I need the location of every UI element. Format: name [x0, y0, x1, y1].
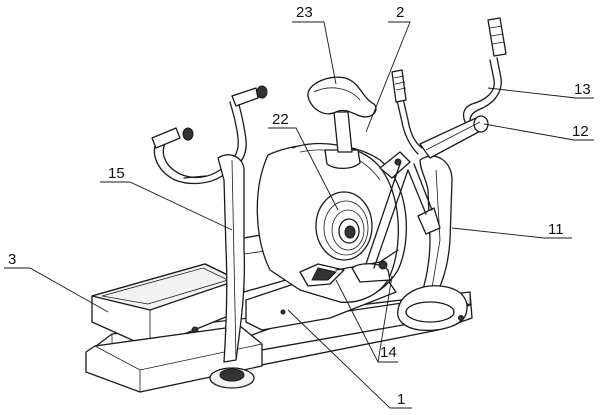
label-2: 2: [396, 4, 404, 21]
leader-lines: [4, 21, 594, 409]
label-12: 12: [572, 123, 589, 140]
label-22: 22: [272, 111, 289, 128]
label-15: 15: [108, 165, 125, 182]
label-14: 14: [380, 344, 397, 361]
label-11: 11: [548, 221, 564, 238]
front-column: [397, 155, 468, 332]
label-1: 1: [397, 391, 405, 408]
pedal-arms: [299, 249, 399, 287]
part-labels: 23 2 22 13 12 15 11 3 14 1: [8, 4, 591, 408]
moving-handles: [391, 17, 507, 159]
flywheel-disc: [315, 191, 373, 261]
label-3: 3: [8, 251, 16, 268]
rear-handlebar: [151, 85, 268, 389]
linkage: [365, 151, 441, 269]
label-23: 23: [296, 4, 313, 21]
seat-assembly: [307, 76, 377, 170]
label-13: 13: [574, 81, 591, 98]
